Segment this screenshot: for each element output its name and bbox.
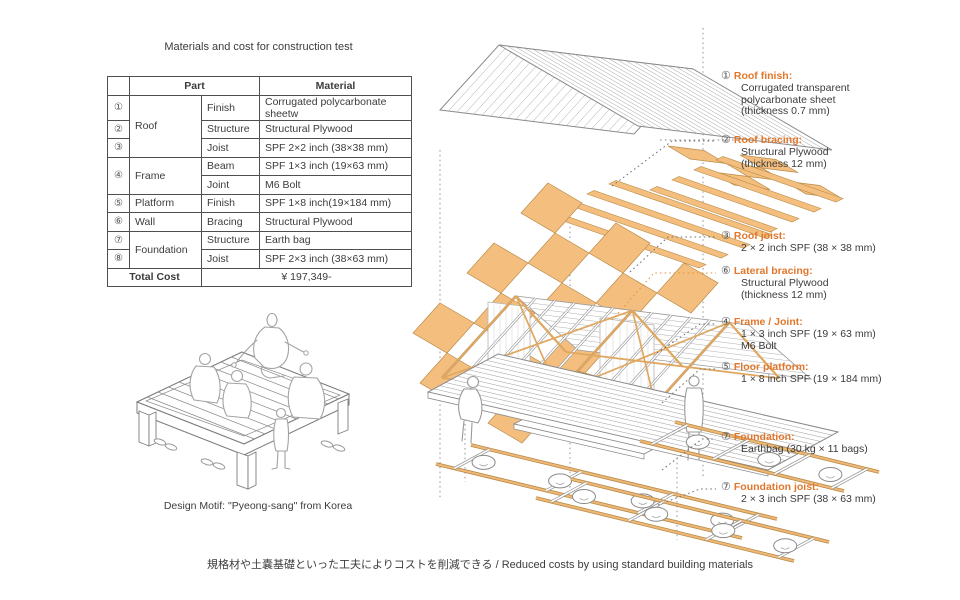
table-total-row: Total Cost ¥ 197,349- xyxy=(107,267,412,287)
part-cell: Finish xyxy=(201,193,260,213)
table-row: ⑧ Joist SPF 2×3 inch (38×63 mm) xyxy=(107,249,412,269)
row-number: ⑤ xyxy=(107,193,130,213)
group-cell: Platform xyxy=(129,193,202,213)
label-line: 2 × 2 inch SPF (38 × 38 mm) xyxy=(741,242,876,254)
material-cell: SPF 1×8 inch(19×184 mm) xyxy=(259,193,412,213)
circled-number: ⑦ xyxy=(721,431,731,443)
leader-lines xyxy=(611,140,716,506)
label-line: 2 × 3 inch SPF (38 × 63 mm) xyxy=(741,493,876,505)
part-cell: Structure xyxy=(201,119,260,139)
material-cell: SPF 2×3 inch (38×63 mm) xyxy=(259,249,412,269)
label-line: (thickness 12 mm) xyxy=(741,157,827,170)
label-line: 1 × 8 inch SPF (19 × 184 mm) xyxy=(741,373,882,385)
group-cell: Frame xyxy=(129,156,202,195)
label-line: 1 × 3 inch SPF (19 × 63 mm) xyxy=(741,328,876,340)
header-empty-cell xyxy=(107,76,130,96)
label-title: Roof finish: xyxy=(733,70,793,82)
material-cell: Earth bag xyxy=(259,230,412,250)
table-row: ⑤ Platform Finish SPF 1×8 inch(19×184 mm… xyxy=(107,193,412,213)
circled-number: ⑥ xyxy=(721,265,731,277)
table-row: ⑦ Foundation Structure Earth bag xyxy=(107,230,412,269)
label-title: Roof bracing: xyxy=(733,134,803,146)
part-cell: Beam xyxy=(201,156,260,176)
label-line: Structural Plywood xyxy=(741,146,829,158)
part-cell: Bracing xyxy=(201,212,260,232)
table-row: ① Roof Finish Corrugated polycarbonate s… xyxy=(107,94,412,158)
row-number: ⑧ xyxy=(107,249,130,269)
table-row: ⑥ Wall Bracing Structural Plywood xyxy=(107,212,412,232)
table-row: ② Structure Structural Plywood xyxy=(107,119,412,139)
group-cell: Wall xyxy=(129,212,202,232)
row-number: ④ xyxy=(107,156,130,195)
row-number: ③ xyxy=(107,138,130,158)
floor-platform xyxy=(426,353,840,477)
header-part: Part xyxy=(129,76,260,96)
table-row: ④ Frame Beam SPF 1×3 inch (19×63 mm) xyxy=(107,156,412,195)
label-title: Frame / Joint: xyxy=(733,316,803,328)
roof-joist-strips xyxy=(542,156,844,269)
circled-number: ④ xyxy=(721,316,731,328)
part-cell: Joist xyxy=(201,249,260,269)
circled-number: ① xyxy=(721,70,731,82)
row-number: ① xyxy=(107,94,130,121)
table-row: Joint M6 Bolt xyxy=(108,175,412,195)
circled-number: ⑦ xyxy=(721,481,731,493)
label-title: Foundation: xyxy=(733,431,795,443)
materials-cost-table: Part Material ① Roof Finish Corrugated p… xyxy=(107,76,412,287)
label-title: Floor platform: xyxy=(733,361,809,373)
roof-group xyxy=(438,44,833,151)
table-title: Materials and cost for construction test xyxy=(164,41,353,53)
part-cell: Joint xyxy=(201,175,260,195)
material-cell: M6 Bolt xyxy=(259,175,412,195)
material-cell: SPF 1×3 inch (19×63 mm) xyxy=(259,156,412,176)
label-line: polycarbonate sheet xyxy=(741,93,836,106)
total-value: ¥ 197,349- xyxy=(201,267,412,287)
total-label: Total Cost xyxy=(107,267,202,287)
table-row: ③ Joist SPF 2×2 inch (38×38 mm) xyxy=(107,138,412,158)
label-title: Roof joist: xyxy=(733,230,786,242)
label-line: (thickness 0.7 mm) xyxy=(741,105,830,117)
material-cell: Structural Plywood xyxy=(259,212,412,232)
foundation-group xyxy=(435,420,880,563)
header-material: Material xyxy=(259,76,412,96)
label-line: Earthbag (30 kg × 11 bags) xyxy=(741,443,868,455)
label-line: Corrugated transparent xyxy=(741,82,850,94)
label-title: Foundation joist: xyxy=(733,481,820,493)
row-number: ⑥ xyxy=(107,212,130,232)
design-motif-caption: Design Motif: "Pyeong-sang" from Korea xyxy=(163,500,353,512)
label-line: (thickness 12 mm) xyxy=(741,288,827,301)
bottom-caption: 規格材や土嚢基礎といった工夫によりコストを削減できる / Reduced cos… xyxy=(206,559,754,571)
table-header-row: Part Material xyxy=(107,76,412,96)
part-cell: Joist xyxy=(201,138,260,158)
row-number: ⑦ xyxy=(107,230,130,250)
label-title: Lateral bracing: xyxy=(733,265,813,277)
part-cell: Structure xyxy=(201,230,260,250)
circled-number: ⑤ xyxy=(721,361,731,373)
group-cell: Roof xyxy=(129,94,202,158)
label-line: Structural Plywood xyxy=(741,277,829,289)
pyeongsang-drawing xyxy=(135,312,351,490)
material-cell: Structural Plywood xyxy=(259,119,412,139)
material-cell: Corrugated polycarbonate sheetw xyxy=(259,94,412,121)
label-line: M6 Bolt xyxy=(741,339,777,352)
material-cell: SPF 2×2 inch (38×38 mm) xyxy=(259,138,412,158)
row-number: ② xyxy=(107,119,130,139)
circled-number: ② xyxy=(721,134,731,146)
group-cell: Foundation xyxy=(129,230,202,269)
part-cell: Finish xyxy=(201,94,260,121)
circled-number: ③ xyxy=(721,230,731,242)
